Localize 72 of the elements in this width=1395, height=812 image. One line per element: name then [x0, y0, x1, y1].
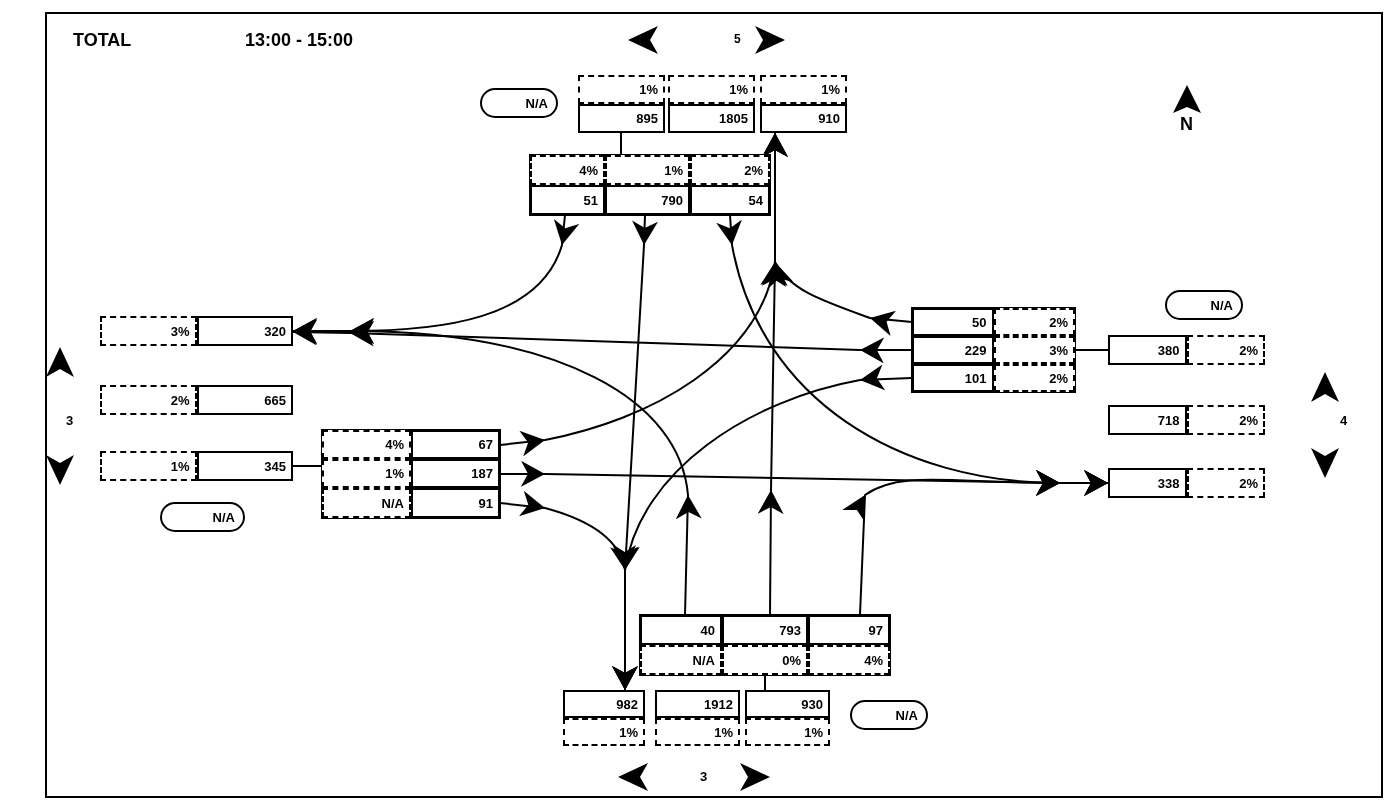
leg-number: 3	[66, 413, 74, 428]
movement-arrow	[758, 132, 788, 616]
percentage-box: N/A	[640, 645, 722, 675]
count-box: 1912	[655, 690, 740, 718]
count-box: 187	[411, 459, 500, 488]
movement-arrow	[292, 319, 913, 363]
status-pill: N/A	[480, 88, 558, 118]
percentage-box: 3%	[100, 316, 197, 346]
count-box: 718	[1108, 405, 1187, 435]
percentage-box: 1%	[668, 75, 755, 104]
connector-line	[620, 132, 622, 156]
percentage-box: 2%	[993, 308, 1075, 336]
leg-number: 4	[1340, 413, 1348, 428]
percentage-box: 1%	[100, 451, 197, 481]
movement-arrow	[499, 491, 638, 691]
percentage-box: 2%	[690, 155, 770, 185]
connector-line	[1074, 349, 1109, 351]
percentage-box: 1%	[760, 75, 847, 104]
percentage-box: 4%	[808, 645, 890, 675]
percentage-box: 1%	[605, 155, 690, 185]
count-box: 380	[1108, 335, 1187, 365]
percentage-box: 1%	[322, 459, 411, 488]
percentage-box: 2%	[1186, 405, 1265, 435]
time-period: 13:00 - 15:00	[245, 30, 354, 51]
status-pill: N/A	[850, 700, 928, 730]
count-box: 930	[745, 690, 830, 718]
percentage-box: 2%	[100, 385, 197, 415]
percentage-box: 1%	[655, 718, 740, 746]
count-box: 793	[722, 615, 808, 645]
status-pill: N/A	[160, 502, 245, 532]
count-box: 101	[912, 364, 994, 392]
count-box: 910	[760, 104, 847, 133]
movement-arrow	[292, 318, 702, 616]
count-box: 320	[196, 316, 293, 346]
percentage-box: 4%	[322, 430, 411, 459]
count-box: 665	[196, 385, 293, 415]
count-box: 1805	[668, 104, 755, 133]
count-box: 50	[912, 308, 994, 336]
leg-number: 5	[734, 32, 741, 46]
connector-line	[764, 674, 766, 691]
approach-table	[640, 615, 890, 675]
count-box: 229	[912, 336, 994, 364]
north-label: N	[1180, 114, 1193, 135]
connector-line	[292, 465, 323, 467]
count-box: 345	[196, 451, 293, 481]
percentage-box: N/A	[322, 488, 411, 518]
percentage-box: 1%	[578, 75, 665, 104]
count-box: 97	[808, 615, 890, 645]
count-box: 790	[605, 185, 690, 215]
status-pill: N/A	[1165, 290, 1243, 320]
count-box: 338	[1108, 468, 1187, 498]
percentage-box: 4%	[530, 155, 605, 185]
title: TOTAL	[73, 30, 132, 51]
count-box: 54	[690, 185, 770, 215]
percentage-box: 2%	[1186, 335, 1265, 365]
approach-table	[912, 308, 1075, 392]
count-box: 40	[640, 615, 722, 645]
movement-arrow	[842, 470, 1109, 616]
percentage-box: 0%	[722, 645, 808, 675]
percentage-box: 2%	[1186, 468, 1265, 498]
percentage-box: 2%	[993, 364, 1075, 392]
count-box: 895	[578, 104, 665, 133]
percentage-box: 1%	[563, 718, 645, 746]
percentage-box: 3%	[993, 336, 1075, 364]
count-box: 51	[530, 185, 605, 215]
leg-number: 3	[700, 769, 708, 784]
percentage-box: 1%	[745, 718, 830, 746]
count-box: 67	[411, 430, 500, 459]
count-box: 982	[563, 690, 645, 718]
count-box: 91	[411, 488, 500, 518]
approach-table	[322, 430, 500, 518]
approach-table	[530, 155, 770, 215]
